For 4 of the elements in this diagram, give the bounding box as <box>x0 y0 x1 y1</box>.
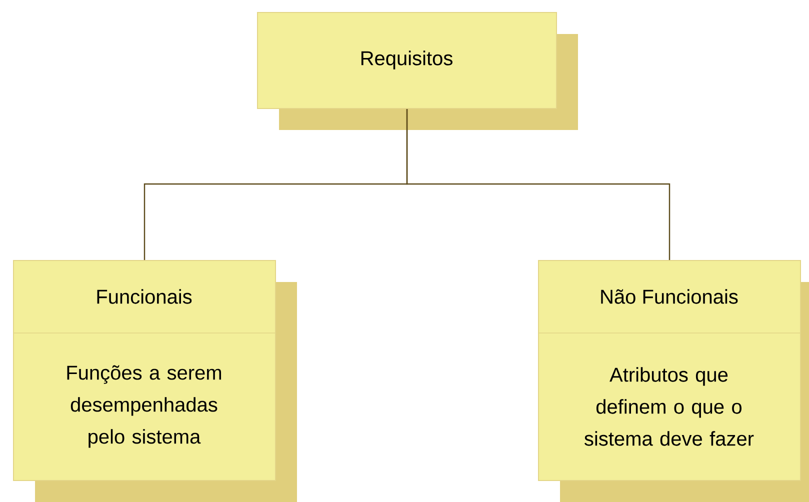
requirement-box: Funcionais Funções a serem desempenhadas pelo sistema <box>12 260 297 502</box>
requirement-box: Não Funcionais Atributos que definem o que o sistema deve fazer <box>538 260 809 502</box>
requirement-box: Requisitos <box>257 12 578 130</box>
connector-line <box>406 108 670 260</box>
